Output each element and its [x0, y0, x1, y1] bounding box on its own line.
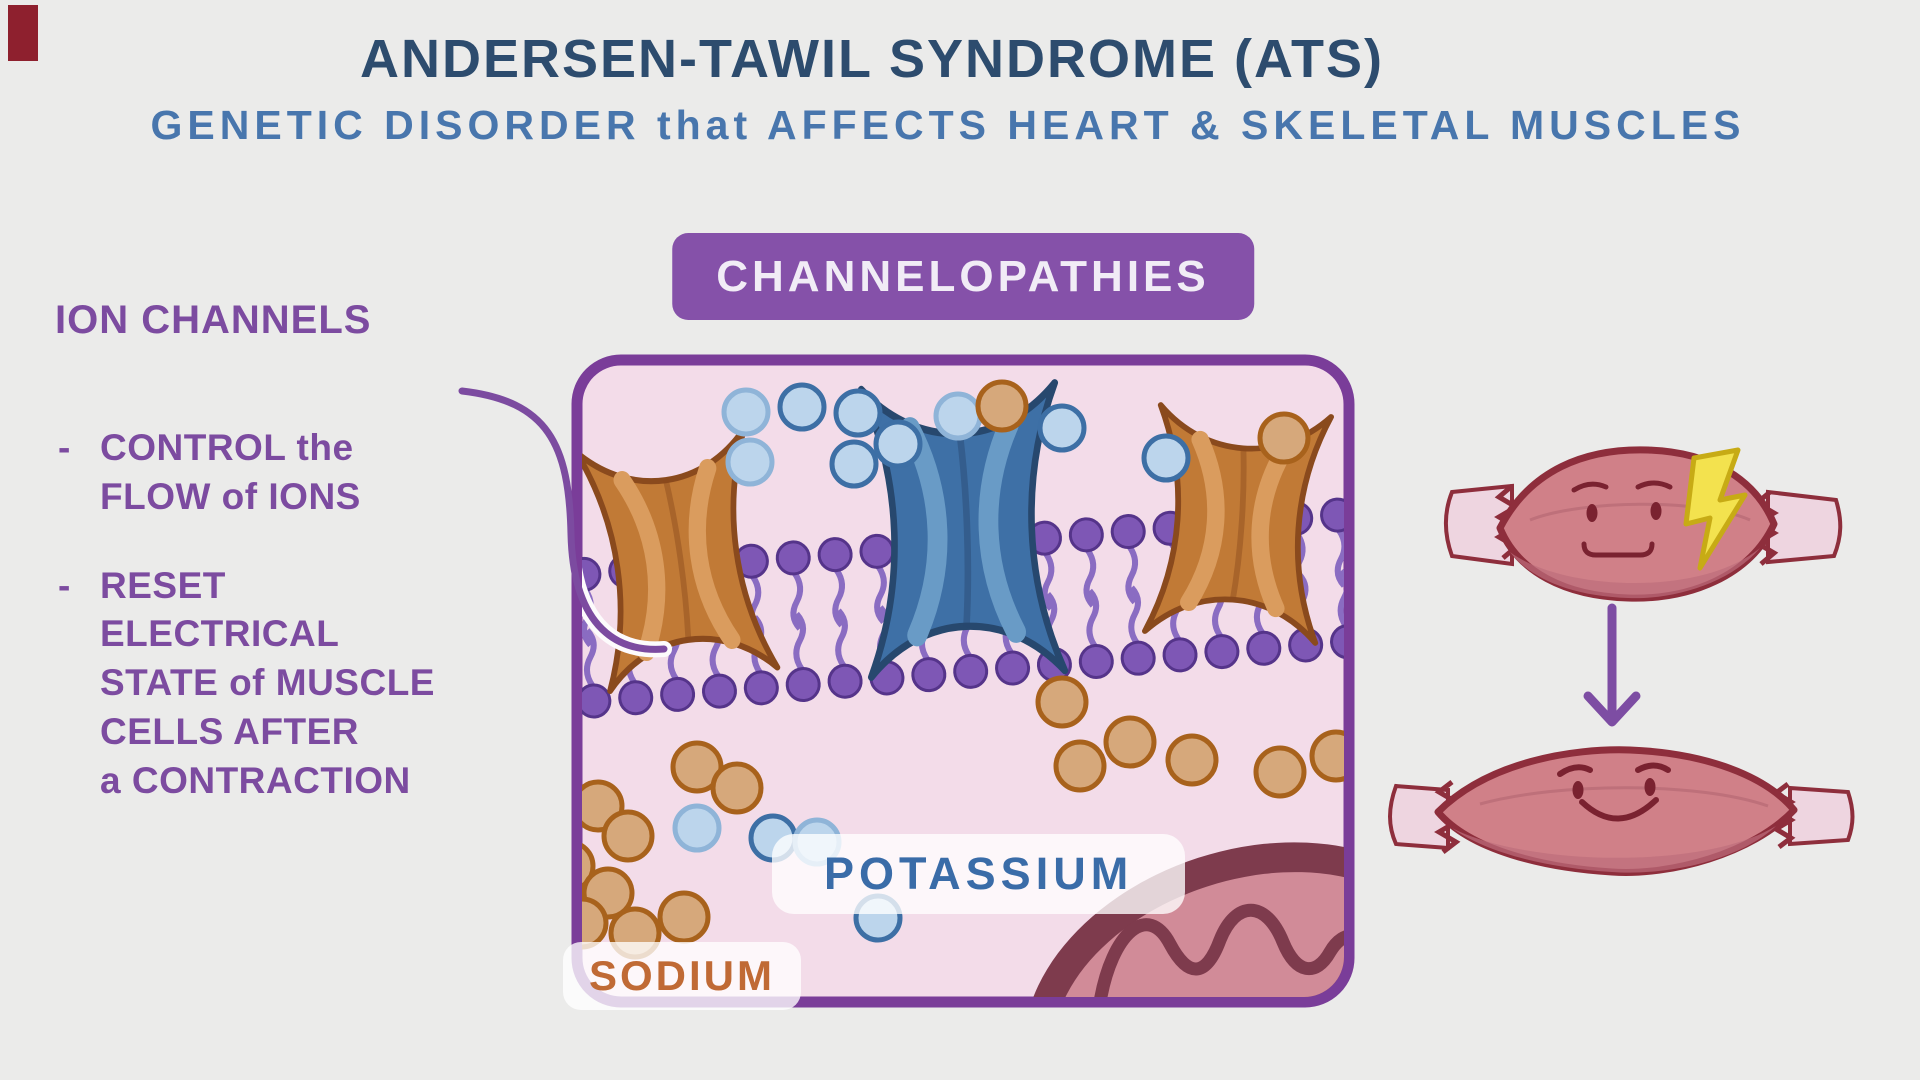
- potassium-ion: [1037, 403, 1087, 453]
- lipid-head: [827, 663, 863, 699]
- muscle-face: [1571, 480, 1673, 558]
- lipid-head: [785, 667, 821, 703]
- ions-layer: [582, 379, 1344, 960]
- sodium-ion: [1053, 739, 1107, 793]
- sodium-ion: [1035, 675, 1089, 729]
- potassium-ion: [1141, 433, 1191, 483]
- lipid-tail: [793, 611, 807, 672]
- bullet-item: - RESET ELECTRICAL STATE of MUSCLE CELLS…: [58, 562, 435, 806]
- membrane-panel-content: [582, 379, 1344, 997]
- sodium-label: SODIUM: [563, 942, 801, 1010]
- potassium-ion: [725, 437, 775, 487]
- lipid-tail: [874, 564, 887, 625]
- lipid-tail: [1041, 551, 1055, 611]
- relaxed-muscle-illustration: [1388, 746, 1855, 876]
- muscle-shade: [1452, 826, 1776, 873]
- muscle-belly: [1434, 746, 1798, 876]
- lipid-head: [1120, 640, 1156, 676]
- lipid-head: [1246, 630, 1282, 666]
- membrane-panel: [458, 354, 1355, 1008]
- sodium-ion: [657, 890, 711, 944]
- lipid-tail: [1334, 528, 1344, 588]
- lipid-tail: [790, 571, 804, 631]
- lightning-bolt-icon: [1683, 447, 1748, 571]
- bullet-line: FLOW of IONS: [100, 475, 361, 517]
- bullet-line: CELLS AFTER: [100, 711, 360, 753]
- bullet-item: - CONTROL the FLOW of IONS: [58, 424, 435, 522]
- lipid-tail: [1128, 585, 1141, 645]
- potassium-ion: [721, 387, 771, 437]
- lipid-head: [1320, 497, 1344, 533]
- bullet-line: ELECTRICAL: [100, 613, 340, 655]
- potassium-ion: [672, 803, 722, 853]
- lipid-head: [1078, 643, 1114, 679]
- lipid-head: [1162, 637, 1198, 673]
- bullet-line: STATE of MUSCLE: [100, 662, 435, 704]
- bullet-line: RESET: [100, 564, 226, 606]
- potassium-ion: [873, 419, 923, 469]
- bullet-dash: -: [58, 427, 71, 468]
- sodium-ion: [601, 809, 655, 863]
- bullet-line: a CONTRACTION: [100, 759, 411, 801]
- sodium-ion: [975, 379, 1029, 433]
- page-subtitle: GENETIC DISORDER that AFFECTS HEART & SK…: [150, 102, 1746, 148]
- contracted-muscle-illustration: [1444, 446, 1843, 602]
- sodium-ion: [1253, 745, 1307, 799]
- lipid-tail: [1337, 568, 1344, 629]
- sodium-ion: [1165, 733, 1219, 787]
- pointer-line: [458, 387, 668, 653]
- mitochondrion-cristae: [1093, 903, 1344, 997]
- tendon: [1388, 783, 1450, 851]
- sodium-ion: [582, 839, 596, 893]
- sodium-ion: [1309, 729, 1344, 783]
- sodium-ion: [710, 761, 764, 815]
- lipid-head: [775, 540, 811, 576]
- ion-channels-heading: ION CHANNELS: [55, 298, 372, 342]
- potassium-ion: [933, 391, 983, 441]
- lipid-head: [817, 537, 853, 573]
- lipid-head: [1110, 514, 1146, 550]
- sodium-ion: [1103, 715, 1157, 769]
- lipid-tail: [1083, 548, 1097, 608]
- lipid-head: [1068, 517, 1104, 553]
- potassium-ion: [833, 388, 883, 438]
- tendon: [1766, 489, 1843, 565]
- lipid-head: [743, 670, 779, 706]
- corner-mark: [8, 5, 38, 61]
- lipid-tail: [1086, 588, 1100, 649]
- sodium-ion: [582, 896, 609, 950]
- bullet-text: CONTROL the FLOW of IONS: [100, 424, 361, 522]
- lipid-tail: [584, 628, 597, 688]
- lipid-head: [953, 653, 989, 689]
- lipid-head: [911, 657, 947, 693]
- lipid-head: [995, 650, 1031, 686]
- lipid-tail: [1125, 544, 1139, 605]
- bullet-text: RESET ELECTRICAL STATE of MUSCLE CELLS A…: [100, 562, 435, 806]
- tendon: [1788, 785, 1855, 847]
- muscle-shade: [1510, 548, 1760, 599]
- lipid-head: [618, 680, 654, 716]
- lipid-head: [1330, 624, 1344, 660]
- potassium-ion: [777, 382, 827, 432]
- down-arrow-icon: [1583, 603, 1641, 727]
- bullet-dash: -: [58, 564, 71, 606]
- muscle-face: [1557, 762, 1671, 822]
- lipid-head: [701, 673, 737, 709]
- mitochondrion-illustration: [1023, 842, 1344, 997]
- channelopathies-badge: CHANNELOPATHIES: [672, 233, 1254, 320]
- lipid-head: [1204, 634, 1240, 670]
- potassium-label: POTASSIUM: [772, 834, 1186, 914]
- lipid-tail: [832, 567, 845, 628]
- page-title: ANDERSEN-TAWIL SYNDROME (ATS): [360, 29, 1384, 89]
- ion-channels-bullets: - CONTROL the FLOW of IONS - RESET ELECT…: [58, 424, 435, 846]
- lipid-head: [859, 533, 895, 569]
- lipid-head: [660, 676, 696, 712]
- potassium-ion: [829, 439, 879, 489]
- lipid-head: [582, 683, 612, 719]
- lipid-tail: [835, 608, 848, 669]
- sodium-ion: [1257, 411, 1311, 465]
- tendon: [1444, 483, 1514, 567]
- bullet-line: CONTROL the: [100, 427, 354, 468]
